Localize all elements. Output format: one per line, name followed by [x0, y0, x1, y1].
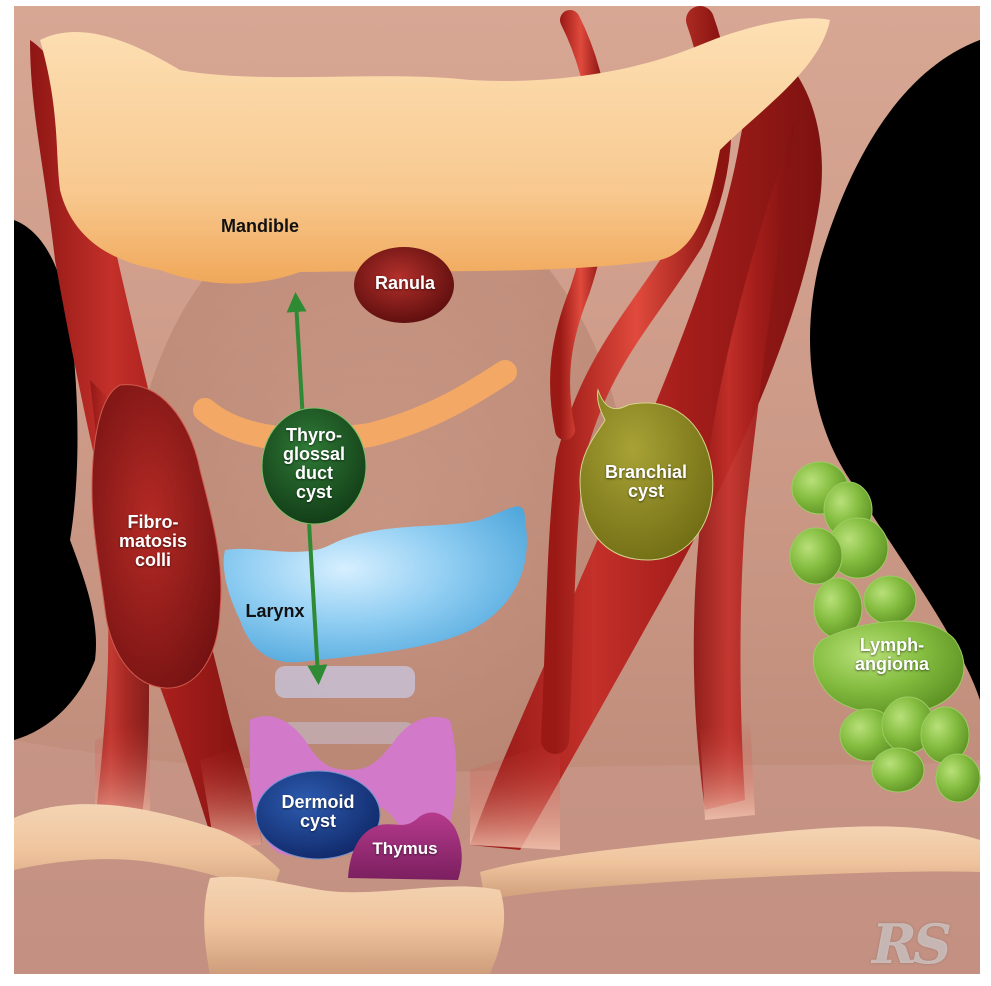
trachea-ring	[275, 666, 415, 698]
thyroglossal-duct-cyst	[262, 408, 366, 524]
ranula-lesion	[354, 247, 454, 323]
artist-signature: RS	[872, 912, 948, 976]
